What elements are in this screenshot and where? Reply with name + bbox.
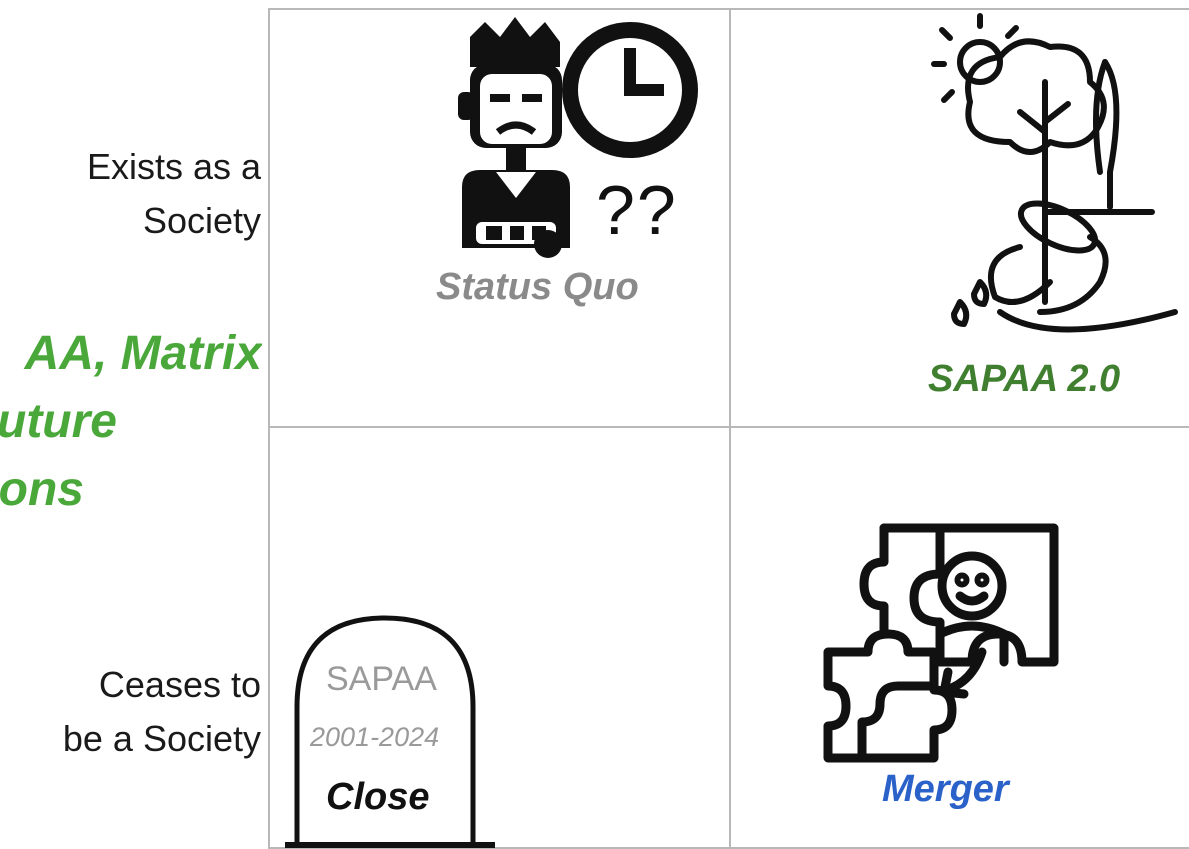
row-label-ceases-line1: Ceases to [98, 664, 261, 705]
grid-vertical-divider [729, 8, 731, 849]
side-title-line1: AA, Matrix [24, 327, 262, 380]
row-label-exists-line1: Exists as a [86, 146, 261, 187]
tombstone-icon [285, 615, 495, 848]
puzzle-merger-icon [823, 523, 1059, 763]
grid-top-border [268, 8, 1189, 10]
caption-status-quo: Status Quo [436, 266, 639, 308]
grid-bottom-border [268, 847, 1189, 849]
tombstone-name: SAPAA [326, 660, 437, 698]
grid-left-border [268, 8, 270, 849]
nature-growth-icon [931, 13, 1178, 333]
caption-merger: Merger [882, 768, 1009, 810]
confused-man-clock-icon [458, 17, 698, 258]
question-marks: ?? [596, 171, 678, 249]
side-title-line2: uture [0, 395, 117, 448]
grid-horizontal-divider [268, 426, 1189, 428]
row-label-ceases: Ceases to be a Society [63, 658, 261, 766]
tombstone-dates: 2001-2024 [310, 722, 440, 752]
row-label-exists: Exists as a Society [87, 140, 261, 248]
row-label-exists-line2: Society [142, 200, 261, 241]
caption-close: Close [326, 776, 430, 818]
side-title: AA, Matrix uture ons [0, 320, 262, 540]
row-label-ceases-line2: be a Society [62, 718, 261, 759]
caption-sapaa-2: SAPAA 2.0 [928, 358, 1121, 400]
side-title-line3: ons [0, 463, 84, 516]
